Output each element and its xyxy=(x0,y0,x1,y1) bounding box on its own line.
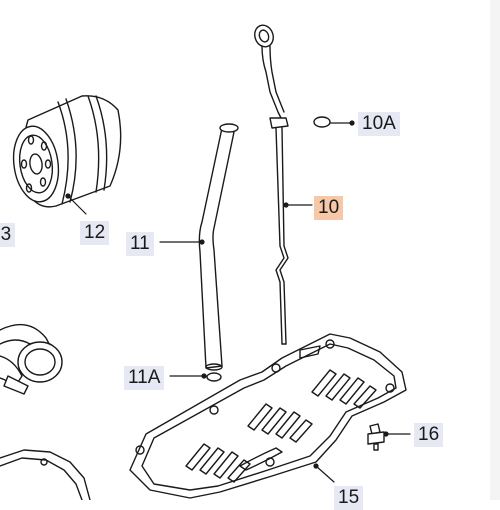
label-10a: 10A xyxy=(358,112,400,136)
right-edge-strip xyxy=(490,0,500,500)
label-13: 13 xyxy=(0,223,16,247)
label-11a: 11A xyxy=(124,366,165,390)
oil-pan-gasket xyxy=(129,333,407,499)
oil-filter xyxy=(12,95,122,208)
oil-pan-edge xyxy=(0,449,91,500)
dipstick-tube xyxy=(198,123,239,371)
leader-lines xyxy=(65,120,411,483)
label-15: 15 xyxy=(334,486,364,510)
dipstick xyxy=(254,24,289,345)
o-ring-10a xyxy=(313,116,331,128)
label-16: 16 xyxy=(414,423,444,447)
o-ring-11a xyxy=(206,372,222,382)
oil-pickup-tube xyxy=(0,323,63,395)
label-11: 11 xyxy=(126,232,154,256)
bolt-16 xyxy=(367,423,385,451)
label-10: 10 xyxy=(314,196,344,220)
label-12: 12 xyxy=(80,221,110,245)
